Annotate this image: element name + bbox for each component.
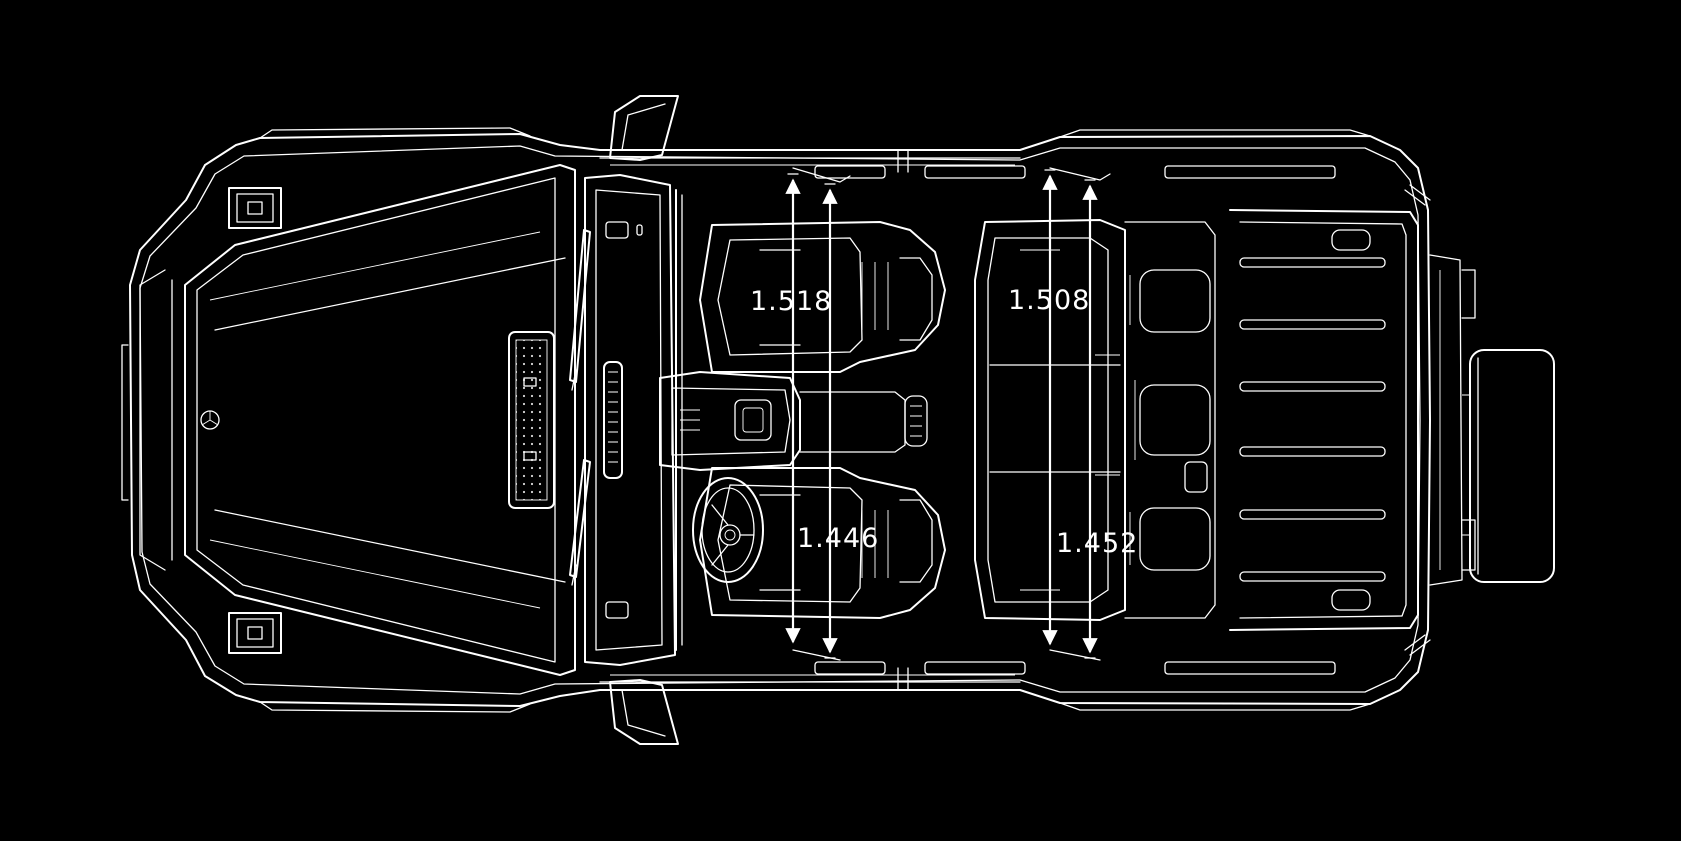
side-mirrors — [609, 95, 679, 745]
dimension-ticks — [792, 167, 1111, 661]
windshield-wipers — [569, 229, 591, 586]
dashboard — [584, 174, 683, 666]
front-lights — [228, 187, 282, 654]
dimension-rear-elbow: 1.452 — [1056, 179, 1138, 659]
vehicle-body-outline — [121, 127, 1431, 713]
dimension-label: 1.518 — [750, 286, 832, 317]
front-right-seat — [699, 467, 946, 619]
rear-bench-seat — [974, 219, 1216, 621]
cargo-area — [1229, 184, 1431, 656]
dimension-label: 1.452 — [1056, 528, 1138, 559]
dimension-label: 1.446 — [797, 523, 879, 554]
dimension-front-shoulder: 1.518 — [750, 173, 832, 644]
dimension-rear-shoulder: 1.508 — [1008, 169, 1090, 646]
hood — [184, 164, 576, 676]
spare-wheel — [1462, 349, 1555, 583]
three-pointed-star-emblem-icon — [200, 410, 220, 430]
dimension-front-elbow: 1.446 — [797, 183, 879, 659]
rear-end — [1429, 254, 1476, 586]
dimension-label: 1.508 — [1008, 285, 1090, 316]
